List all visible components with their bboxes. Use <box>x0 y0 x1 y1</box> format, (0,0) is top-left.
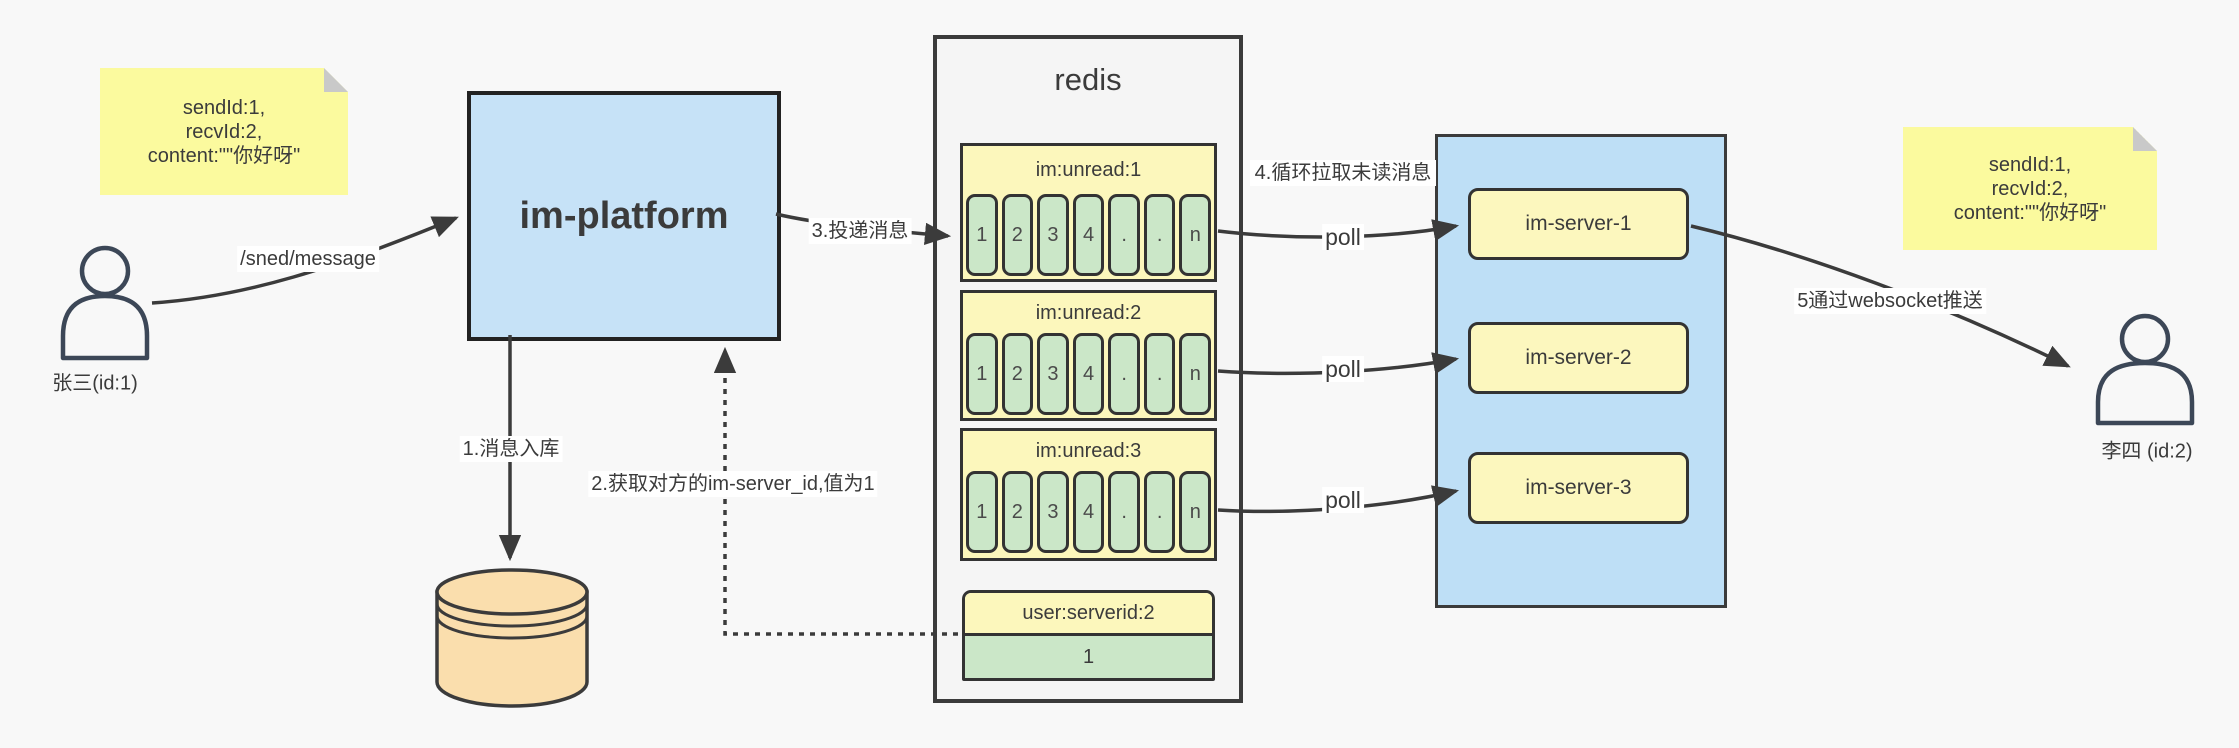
sticky-note-message-left: sendId:1, recvId:2, content:""你好呀" <box>100 68 348 195</box>
edge-label-poll-2: poll <box>1322 356 1364 382</box>
note-fold-corner <box>2133 127 2157 151</box>
receiver-label: 李四 (id:2) <box>2101 440 2193 463</box>
edge-label-step3: 3.投递消息 <box>808 218 912 244</box>
queue-cell: n <box>1179 194 1212 276</box>
queue-im-unread-3: im:unread:3 1 2 3 4 . . n <box>960 428 1217 561</box>
im-server-1-label: im-server-1 <box>1525 212 1632 235</box>
edge-label-step5: 5通过websocket推送 <box>1794 288 1986 314</box>
user-icon-sender <box>60 245 150 361</box>
queue-cell: 2 <box>1001 194 1034 276</box>
queue-cell: n <box>1179 333 1212 415</box>
queue-cell: n <box>1179 471 1212 553</box>
kv-key: user:serverid:2 <box>965 593 1212 636</box>
im-platform-label: im-platform <box>519 194 729 237</box>
queue-cell: 2 <box>1001 471 1034 553</box>
im-server-3-box: im-server-3 <box>1468 452 1689 524</box>
kv-value: 1 <box>965 636 1212 678</box>
queue-cell: . <box>1108 333 1140 415</box>
queue-cell: . <box>1108 471 1140 553</box>
queue-cell: 1 <box>966 333 998 415</box>
user-icon-receiver <box>2095 313 2195 426</box>
queue-cell: 4 <box>1072 333 1105 415</box>
edge-label-poll-1: poll <box>1322 224 1364 250</box>
im-platform-box: im-platform <box>467 91 781 341</box>
mysql-label: mysql <box>485 652 539 675</box>
queue-name: im:unread:2 <box>1035 302 1142 324</box>
edge-label-send: /sned/message <box>237 246 379 272</box>
edge-label-step1: 1.消息入库 <box>459 436 563 462</box>
im-server-2-label: im-server-2 <box>1525 346 1632 369</box>
mysql-database-icon <box>435 568 589 708</box>
edge-label-step2: 2.获取对方的im-server_id,值为1 <box>588 471 878 497</box>
queue-cells: 1 2 3 4 . . n <box>963 333 1214 419</box>
queue-name: im:unread:3 <box>1035 440 1142 462</box>
note-text: sendId:1, recvId:2, content:""你好呀" <box>1953 153 2107 224</box>
queue-cell: 3 <box>1037 333 1069 415</box>
note-text: sendId:1, recvId:2, content:""你好呀" <box>147 96 301 167</box>
queue-name: im:unread:1 <box>1035 159 1142 181</box>
queue-im-unread-1: im:unread:1 1 2 3 4 . . n <box>960 143 1217 282</box>
im-server-1-box: im-server-1 <box>1468 188 1689 260</box>
note-fold-corner <box>324 68 348 92</box>
queue-cell: 1 <box>966 471 998 553</box>
redis-title: redis <box>1054 62 1122 97</box>
im-server-2-box: im-server-2 <box>1468 322 1689 394</box>
im-server-3-label: im-server-3 <box>1525 476 1632 499</box>
queue-cell: . <box>1143 471 1176 553</box>
queue-cell: 1 <box>966 194 998 276</box>
queue-cell: 4 <box>1072 471 1105 553</box>
queue-cell: 2 <box>1001 333 1034 415</box>
queue-cell: . <box>1143 194 1176 276</box>
queue-cell: 3 <box>1037 194 1069 276</box>
sticky-note-message-right: sendId:1, recvId:2, content:""你好呀" <box>1903 127 2157 250</box>
queue-cell: 4 <box>1072 194 1105 276</box>
kv-user-serverid: user:serverid:2 1 <box>962 590 1215 681</box>
queue-im-unread-2: im:unread:2 1 2 3 4 . . n <box>960 290 1217 421</box>
queue-cells: 1 2 3 4 . . n <box>963 471 1214 557</box>
queue-cell: . <box>1143 333 1176 415</box>
queue-cell: 3 <box>1037 471 1069 553</box>
queue-cells: 1 2 3 4 . . n <box>963 194 1214 280</box>
edge-label-step4: 4.循环拉取未读消息 <box>1250 160 1436 186</box>
edge-label-poll-3: poll <box>1322 487 1364 513</box>
sender-label: 张三(id:1) <box>52 372 138 395</box>
queue-cell: . <box>1108 194 1140 276</box>
